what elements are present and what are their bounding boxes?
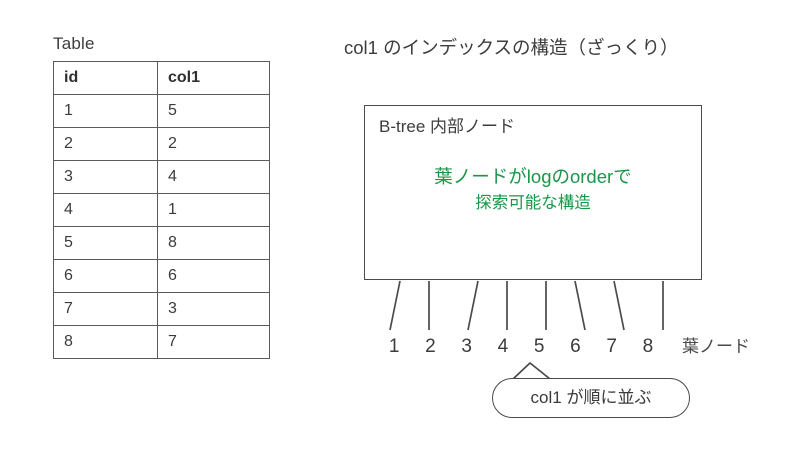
table-row: 2 2 (53, 127, 270, 161)
cell-col1: 3 (157, 292, 270, 326)
leaf-value: 3 (461, 336, 472, 357)
btree-note-line-2: 探索可能な構造 (475, 194, 591, 212)
cell-col1: 7 (157, 325, 270, 359)
cell-id: 7 (53, 292, 158, 326)
cell-col1: 5 (157, 94, 270, 128)
cell-id: 2 (53, 127, 158, 161)
table-row: 3 4 (53, 160, 270, 194)
table-row: 8 7 (53, 325, 270, 359)
index-structure-diagram: col1 のインデックスの構造（ざっくり） B-tree 内部ノード 葉ノードが… (330, 0, 800, 450)
cell-col1: 8 (157, 226, 270, 260)
cell-id: 5 (53, 226, 158, 260)
table-caption: Table (53, 34, 95, 53)
cell-col1: 6 (157, 259, 270, 293)
leaf-value: 6 (570, 336, 581, 357)
table-row: 1 5 (53, 94, 270, 128)
leaf-value: 4 (497, 336, 509, 357)
data-table: id col1 1 5 2 2 3 4 4 1 5 8 (53, 61, 270, 359)
column-header-id: id (53, 61, 158, 95)
table-row: 5 8 (53, 226, 270, 260)
callout-bubble: col1 が順に並ぶ (492, 378, 690, 418)
leaf-value: 1 (388, 336, 400, 357)
cell-id: 1 (53, 94, 158, 128)
cell-col1: 2 (157, 127, 270, 161)
btree-note-line-1: 葉ノードがlogのorderで (434, 166, 632, 187)
column-header-col1: col1 (157, 61, 270, 95)
btree-note: 葉ノードがlogのorderで 探索可能な構造 (365, 164, 701, 216)
cell-col1: 1 (157, 193, 270, 227)
table-header-row: id col1 (53, 61, 270, 95)
cell-id: 8 (53, 325, 158, 359)
cell-id: 3 (53, 160, 158, 194)
leaf-value: 5 (533, 336, 545, 357)
btree-node-label: B-tree 内部ノード (379, 117, 516, 136)
table-row: 6 6 (53, 259, 270, 293)
table-row: 4 1 (53, 193, 270, 227)
leaf-node-values: 1 2 3 4 5 6 7 8 (376, 334, 666, 360)
leaf-value: 8 (642, 336, 654, 357)
table-row: 7 3 (53, 292, 270, 326)
diagram-title: col1 のインデックスの構造（ざっくり） (344, 37, 679, 58)
btree-internal-node-box: B-tree 内部ノード 葉ノードがlogのorderで 探索可能な構造 (364, 105, 702, 280)
table-block: Table id col1 1 5 2 2 3 4 4 1 (53, 34, 270, 359)
leaf-value: 2 (425, 336, 436, 357)
callout-text: col1 が順に並ぶ (530, 388, 652, 407)
leaf-node-label: 葉ノード (682, 337, 750, 356)
cell-id: 4 (53, 193, 158, 227)
leaf-value: 7 (606, 336, 617, 357)
cell-col1: 4 (157, 160, 270, 194)
cell-id: 6 (53, 259, 158, 293)
